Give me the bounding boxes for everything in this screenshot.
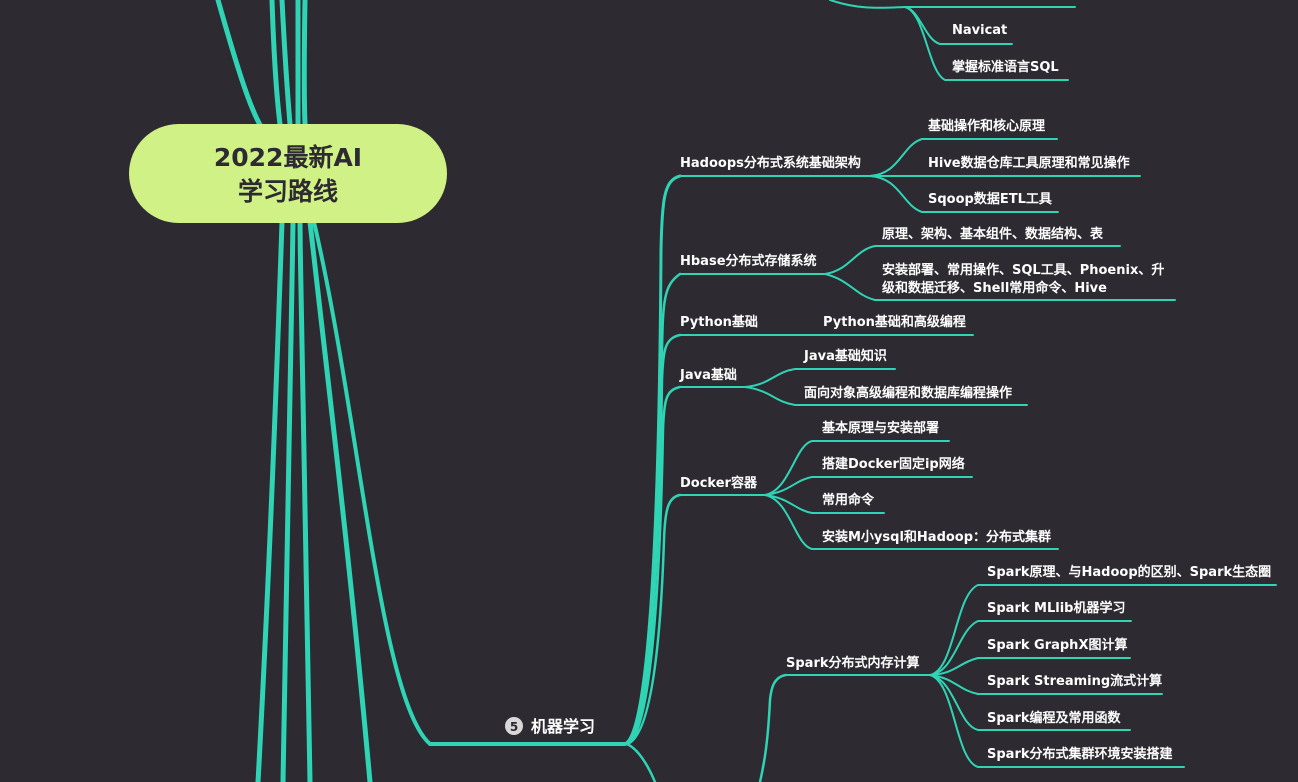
node-python[interactable]: Python基础 [680, 314, 758, 330]
hbase-child-1[interactable]: 原理、架构、基本组件、数据结构、表 [882, 226, 1104, 242]
python-child-1[interactable]: Python基础和高级编程 [823, 314, 966, 330]
branch-machine-learning[interactable]: 5 机器学习 [505, 717, 595, 736]
spark-branches [785, 584, 1277, 768]
spark-child-4[interactable]: Spark Streaming流式计算 [987, 673, 1162, 689]
db-tail-branch [829, 0, 1076, 81]
spark-child-1[interactable]: Spark原理、与Hadoop的区别、Spark生态圈 [987, 564, 1271, 580]
docker-child-3[interactable]: 常用命令 [822, 492, 875, 508]
root-title-line2: 学习路线 [238, 177, 338, 206]
docker-child-4[interactable]: 安装M小ysql和Hadoop：分布式集群 [822, 529, 1051, 545]
hbase-child-2-line1[interactable]: 安装部署、常用操作、SQL工具、Phoenix、升 [882, 262, 1164, 278]
root-bubble [129, 124, 447, 223]
root-branches [215, 0, 627, 782]
docker-child-1[interactable]: 基本原理与安装部署 [821, 420, 939, 436]
spark-child-5[interactable]: Spark编程及常用函数 [987, 710, 1121, 726]
hadoop-child-2[interactable]: Hive数据仓库工具原理和常见操作 [928, 155, 1130, 171]
node-spark[interactable]: Spark分布式内存计算 [786, 655, 920, 671]
root-title-line1: 2022最新AI [214, 143, 362, 172]
spark-child-3[interactable]: Spark GraphX图计算 [987, 637, 1127, 653]
java-branches [679, 368, 1028, 406]
node-java[interactable]: Java基础 [679, 367, 737, 383]
spark-child-6[interactable]: Spark分布式集群环境安装搭建 [987, 746, 1173, 762]
branch-label: 机器学习 [531, 717, 595, 736]
java-child-2[interactable]: 面向对象高级编程和数据库编程操作 [804, 385, 1012, 401]
root-node[interactable]: 2022最新AI 学习路线 [129, 124, 447, 223]
node-hadoop[interactable]: Hadoops分布式系统基础架构 [680, 155, 861, 171]
docker-branches [679, 440, 1059, 550]
docker-child-2[interactable]: 搭建Docker固定ip网络 [822, 456, 965, 472]
hadoop-branches [679, 138, 1141, 213]
hbase-branches [679, 245, 1176, 301]
spark-child-2[interactable]: Spark MLlib机器学习 [987, 600, 1125, 616]
java-child-1[interactable]: Java基础知识 [803, 348, 887, 364]
db-item-navicat[interactable]: Navicat [952, 23, 1007, 38]
number-badge-icon [505, 717, 523, 735]
hbase-child-2-line2[interactable]: 级和数据迁移、Shell常用命令、Hive [882, 280, 1107, 296]
ml-trunk [623, 174, 788, 782]
db-item-sql[interactable]: 掌握标准语言SQL [952, 59, 1059, 75]
branch-number: 5 [510, 720, 518, 734]
node-docker[interactable]: Docker容器 [680, 475, 758, 491]
hadoop-child-1[interactable]: 基础操作和核心原理 [927, 118, 1045, 134]
hadoop-child-3[interactable]: Sqoop数据ETL工具 [928, 191, 1052, 207]
node-hbase[interactable]: Hbase分布式存储系统 [680, 253, 817, 269]
